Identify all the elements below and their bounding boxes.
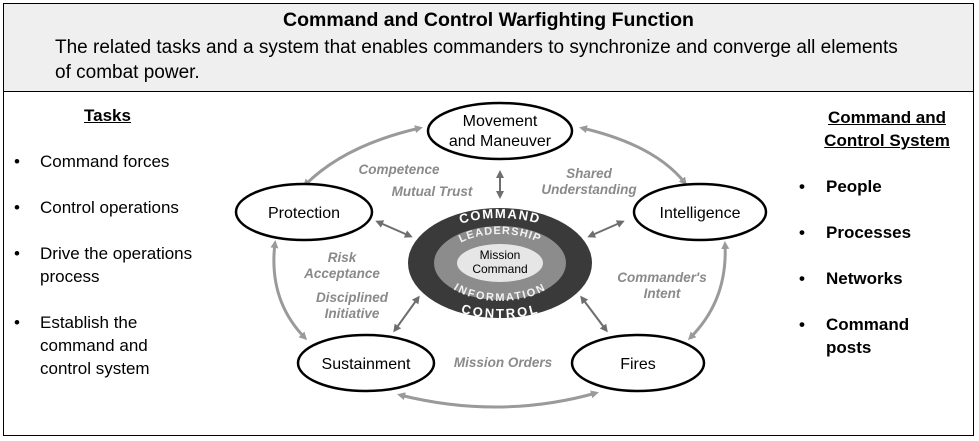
task-item: Drive the operations process — [14, 242, 210, 288]
label-competence: Competence — [358, 162, 440, 177]
arrow-movement-protection — [302, 125, 423, 188]
label-understanding: Understanding — [541, 182, 637, 197]
task-item: Establish the command and control system — [14, 311, 190, 380]
page-title: Command and Control Warfighting Function — [283, 9, 694, 31]
node-fires: Fires — [570, 333, 706, 393]
arrow-sustainment-fires — [397, 390, 599, 409]
label-intent: Intent — [644, 286, 681, 301]
tasks-list: Command forces Control operations Drive … — [14, 150, 244, 380]
label-risk: Risk — [328, 250, 358, 265]
c2-system-item: Networks — [799, 267, 969, 290]
label-mutual-trust: Mutual Trust — [392, 184, 473, 199]
svg-text:Fires: Fires — [620, 356, 656, 373]
arrow-center-protection — [375, 220, 413, 238]
svg-text:Intelligence: Intelligence — [660, 205, 741, 222]
node-intelligence: Intelligence — [632, 182, 768, 242]
header: Command and Control Warfighting Function… — [4, 4, 973, 92]
svg-text:Protection: Protection — [268, 205, 340, 222]
svg-text:and Maneuver: and Maneuver — [449, 133, 552, 150]
diagram-frame: Command and Control Warfighting Function… — [3, 3, 974, 436]
arrow-center-intelligence — [587, 220, 625, 238]
node-movement-maneuver: Movement and Maneuver — [426, 101, 574, 161]
command-label: COMMAND — [457, 206, 542, 227]
arrow-intelligence-fires — [687, 241, 730, 341]
c2-system-list: People Processes Networks Command posts — [799, 175, 969, 359]
command-control-center: COMMAND CONTROL LEADERSHIP INFORMATION M… — [408, 206, 592, 321]
label-acceptance: Acceptance — [303, 266, 380, 281]
arrow-protection-sustainment — [270, 240, 308, 341]
node-protection: Protection — [234, 182, 374, 242]
arrow-movement-intelligence — [579, 125, 687, 186]
node-sustainment: Sustainment — [296, 333, 436, 393]
mission-command-line1: Mission — [480, 248, 521, 262]
c2-system-item: Command posts — [799, 313, 926, 359]
arrow-center-fires — [580, 295, 608, 333]
arrow-center-sustainment — [393, 295, 420, 333]
tasks-heading: Tasks — [84, 106, 131, 125]
label-initiative: Initiative — [325, 306, 380, 321]
task-item: Command forces — [14, 150, 244, 173]
label-disciplined: Disciplined — [316, 290, 389, 305]
label-shared: Shared — [566, 166, 613, 181]
page-subtitle: The related tasks and a system that enab… — [55, 37, 898, 83]
label-commanders: Commander's — [617, 270, 707, 285]
task-item: Control operations — [14, 196, 244, 219]
svg-text:Movement: Movement — [463, 113, 538, 130]
label-mission-orders: Mission Orders — [454, 355, 553, 370]
c2-system-item: People — [799, 175, 969, 198]
svg-text:Sustainment: Sustainment — [322, 356, 411, 373]
c2-system-heading: Command and Control System — [824, 108, 950, 150]
mission-command-line2: Command — [472, 262, 527, 276]
c2-system-item: Processes — [799, 221, 969, 244]
control-label: CONTROL — [460, 301, 540, 321]
